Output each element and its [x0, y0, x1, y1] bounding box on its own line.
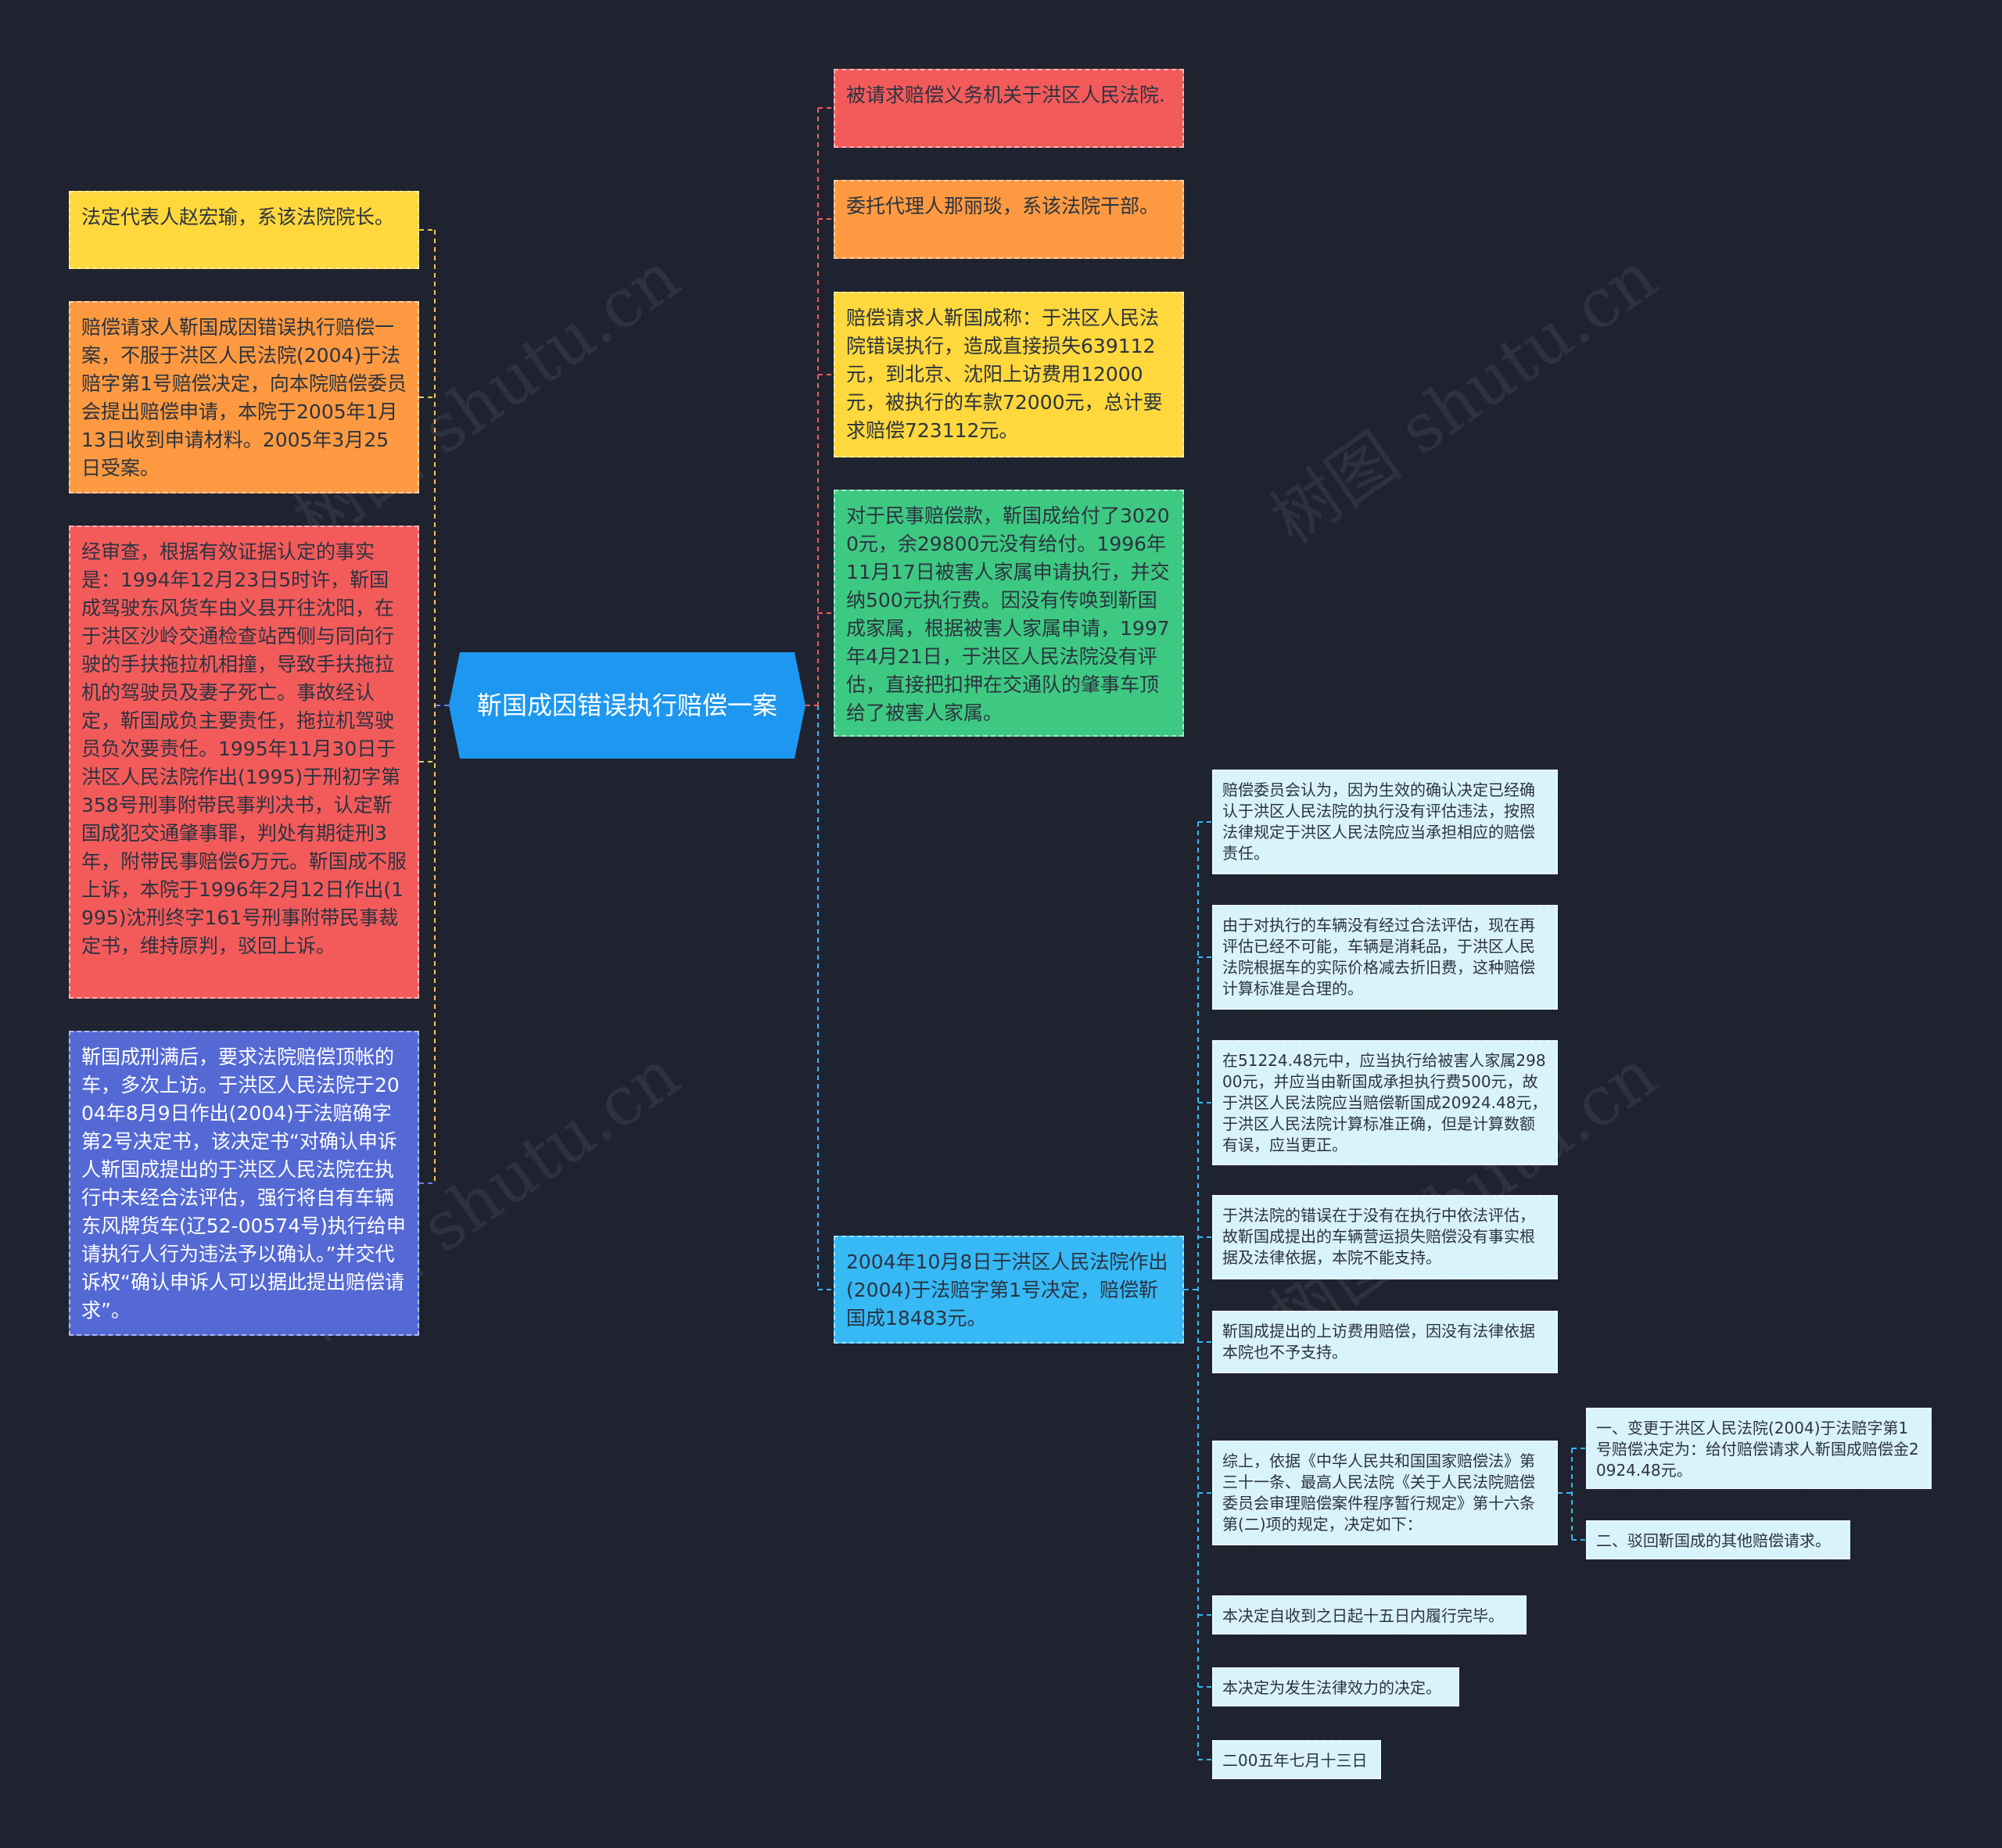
ruling-item-reject-other[interactable]: 二、驳回靳国成的其他赔偿请求。: [1586, 1520, 1850, 1559]
decision-item-deadline[interactable]: 本决定自收到之日起十五日内履行完毕。: [1212, 1595, 1527, 1634]
decision-item-operating-loss[interactable]: 于洪法院的错误在于没有在执行中依法评估，故靳国成提出的车辆营运损失赔偿没有事实根…: [1212, 1195, 1558, 1279]
root-topic[interactable]: 靳国成因错误执行赔偿一案: [449, 652, 805, 759]
decision-item-amount[interactable]: 在51224.48元中，应当执行给被害人家属29800元，并应当由靳国成承担执行…: [1212, 1040, 1558, 1165]
right-topic-civil-compensation[interactable]: 对于民事赔偿款，靳国成给付了30200元，余29800元没有给付。1996年11…: [834, 490, 1184, 737]
decision-item-effective[interactable]: 本决定为发生法律效力的决定。: [1212, 1667, 1459, 1706]
right-topic-prior-decision[interactable]: 2004年10月8日于洪区人民法院作出(2004)于法赔字第1号决定，赔偿靳国成…: [834, 1236, 1184, 1344]
decision-item-date[interactable]: 二00五年七月十三日: [1212, 1740, 1381, 1779]
left-topic-legal-representative[interactable]: 法定代表人赵宏瑜，系该法院院长。: [69, 191, 419, 269]
decision-item-liability[interactable]: 赔偿委员会认为，因为生效的确认决定已经确认于洪区人民法院的执行没有评估违法，按照…: [1212, 770, 1558, 874]
decision-item-basis[interactable]: 综上，依据《中华人民共和国国家赔偿法》第三十一条、最高人民法院《关于人民法院赔偿…: [1212, 1441, 1558, 1545]
decision-item-petition-costs[interactable]: 靳国成提出的上访费用赔偿，因没有法律依据本院也不予支持。: [1212, 1311, 1558, 1373]
left-topic-facts[interactable]: 经审查，根据有效证据认定的事实是：1994年12月23日5时许，靳国成驾驶东风货…: [69, 526, 419, 999]
right-topic-respondent[interactable]: 被请求赔偿义务机关于洪区人民法院.: [834, 69, 1184, 148]
decision-item-calculation-standard[interactable]: 由于对执行的车辆没有经过合法评估，现在再评估已经不可能，车辆是消耗品，于洪区人民…: [1212, 905, 1558, 1010]
left-topic-petition[interactable]: 靳国成刑满后，要求法院赔偿顶帐的车，多次上访。于洪区人民法院于2004年8月9日…: [69, 1031, 419, 1336]
ruling-item-change-decision[interactable]: 一、变更于洪区人民法院(2004)于法赔字第1号赔偿决定为：给付赔偿请求人靳国成…: [1586, 1408, 1932, 1489]
left-topic-application[interactable]: 赔偿请求人靳国成因错误执行赔偿一案，不服于洪区人民法院(2004)于法赔字第1号…: [69, 301, 419, 493]
right-topic-agent[interactable]: 委托代理人那丽琰，系该法院干部。: [834, 180, 1184, 259]
right-topic-claim[interactable]: 赔偿请求人靳国成称：于洪区人民法院错误执行，造成直接损失639112元，到北京、…: [834, 292, 1184, 458]
